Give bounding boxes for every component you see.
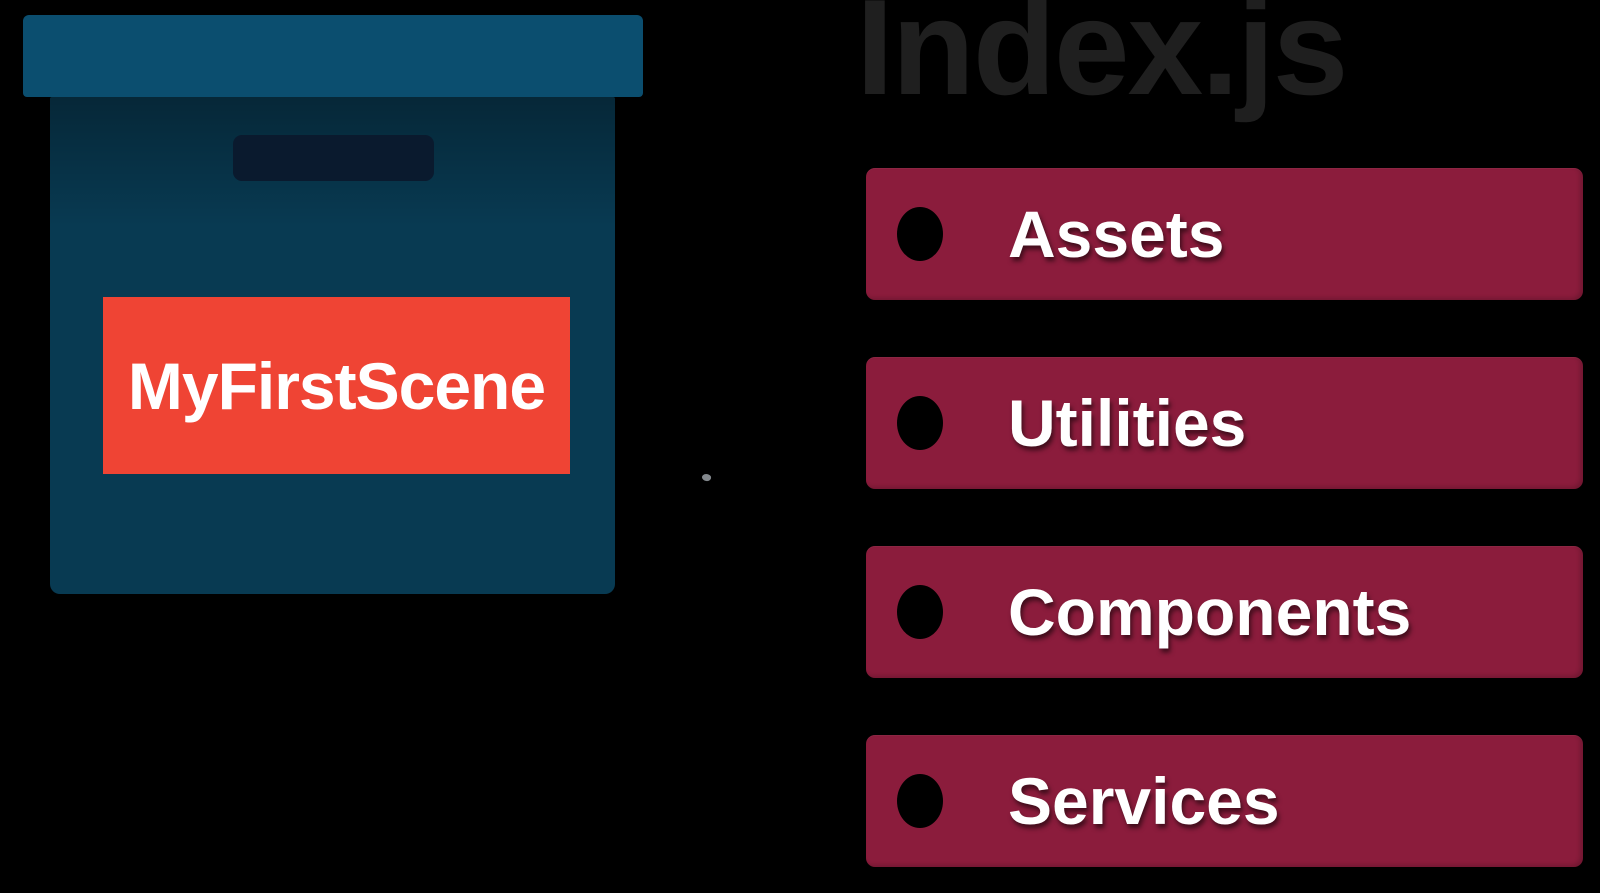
bullet-icon [897,585,943,639]
box-label-text: MyFirstScene [127,348,546,423]
list-item-components: Components [866,546,1583,678]
item-label: Utilities [1008,386,1247,460]
item-label: Components [1008,575,1412,649]
bullet-icon [897,396,943,450]
box-lid [23,15,643,97]
bullet-icon [897,207,943,261]
item-label: Services [1008,764,1280,838]
panel-title: Index.js [856,0,1348,123]
list-item-assets: Assets [866,168,1583,300]
box-handle-slot [233,135,434,181]
box-body: MyFirstScene [50,97,615,594]
dust-speck [701,472,712,483]
list-item-utilities: Utilities [866,357,1583,489]
item-label: Assets [1008,197,1225,271]
bullet-icon [897,774,943,828]
list-item-services: Services [866,735,1583,867]
box-label: MyFirstScene [103,297,570,474]
